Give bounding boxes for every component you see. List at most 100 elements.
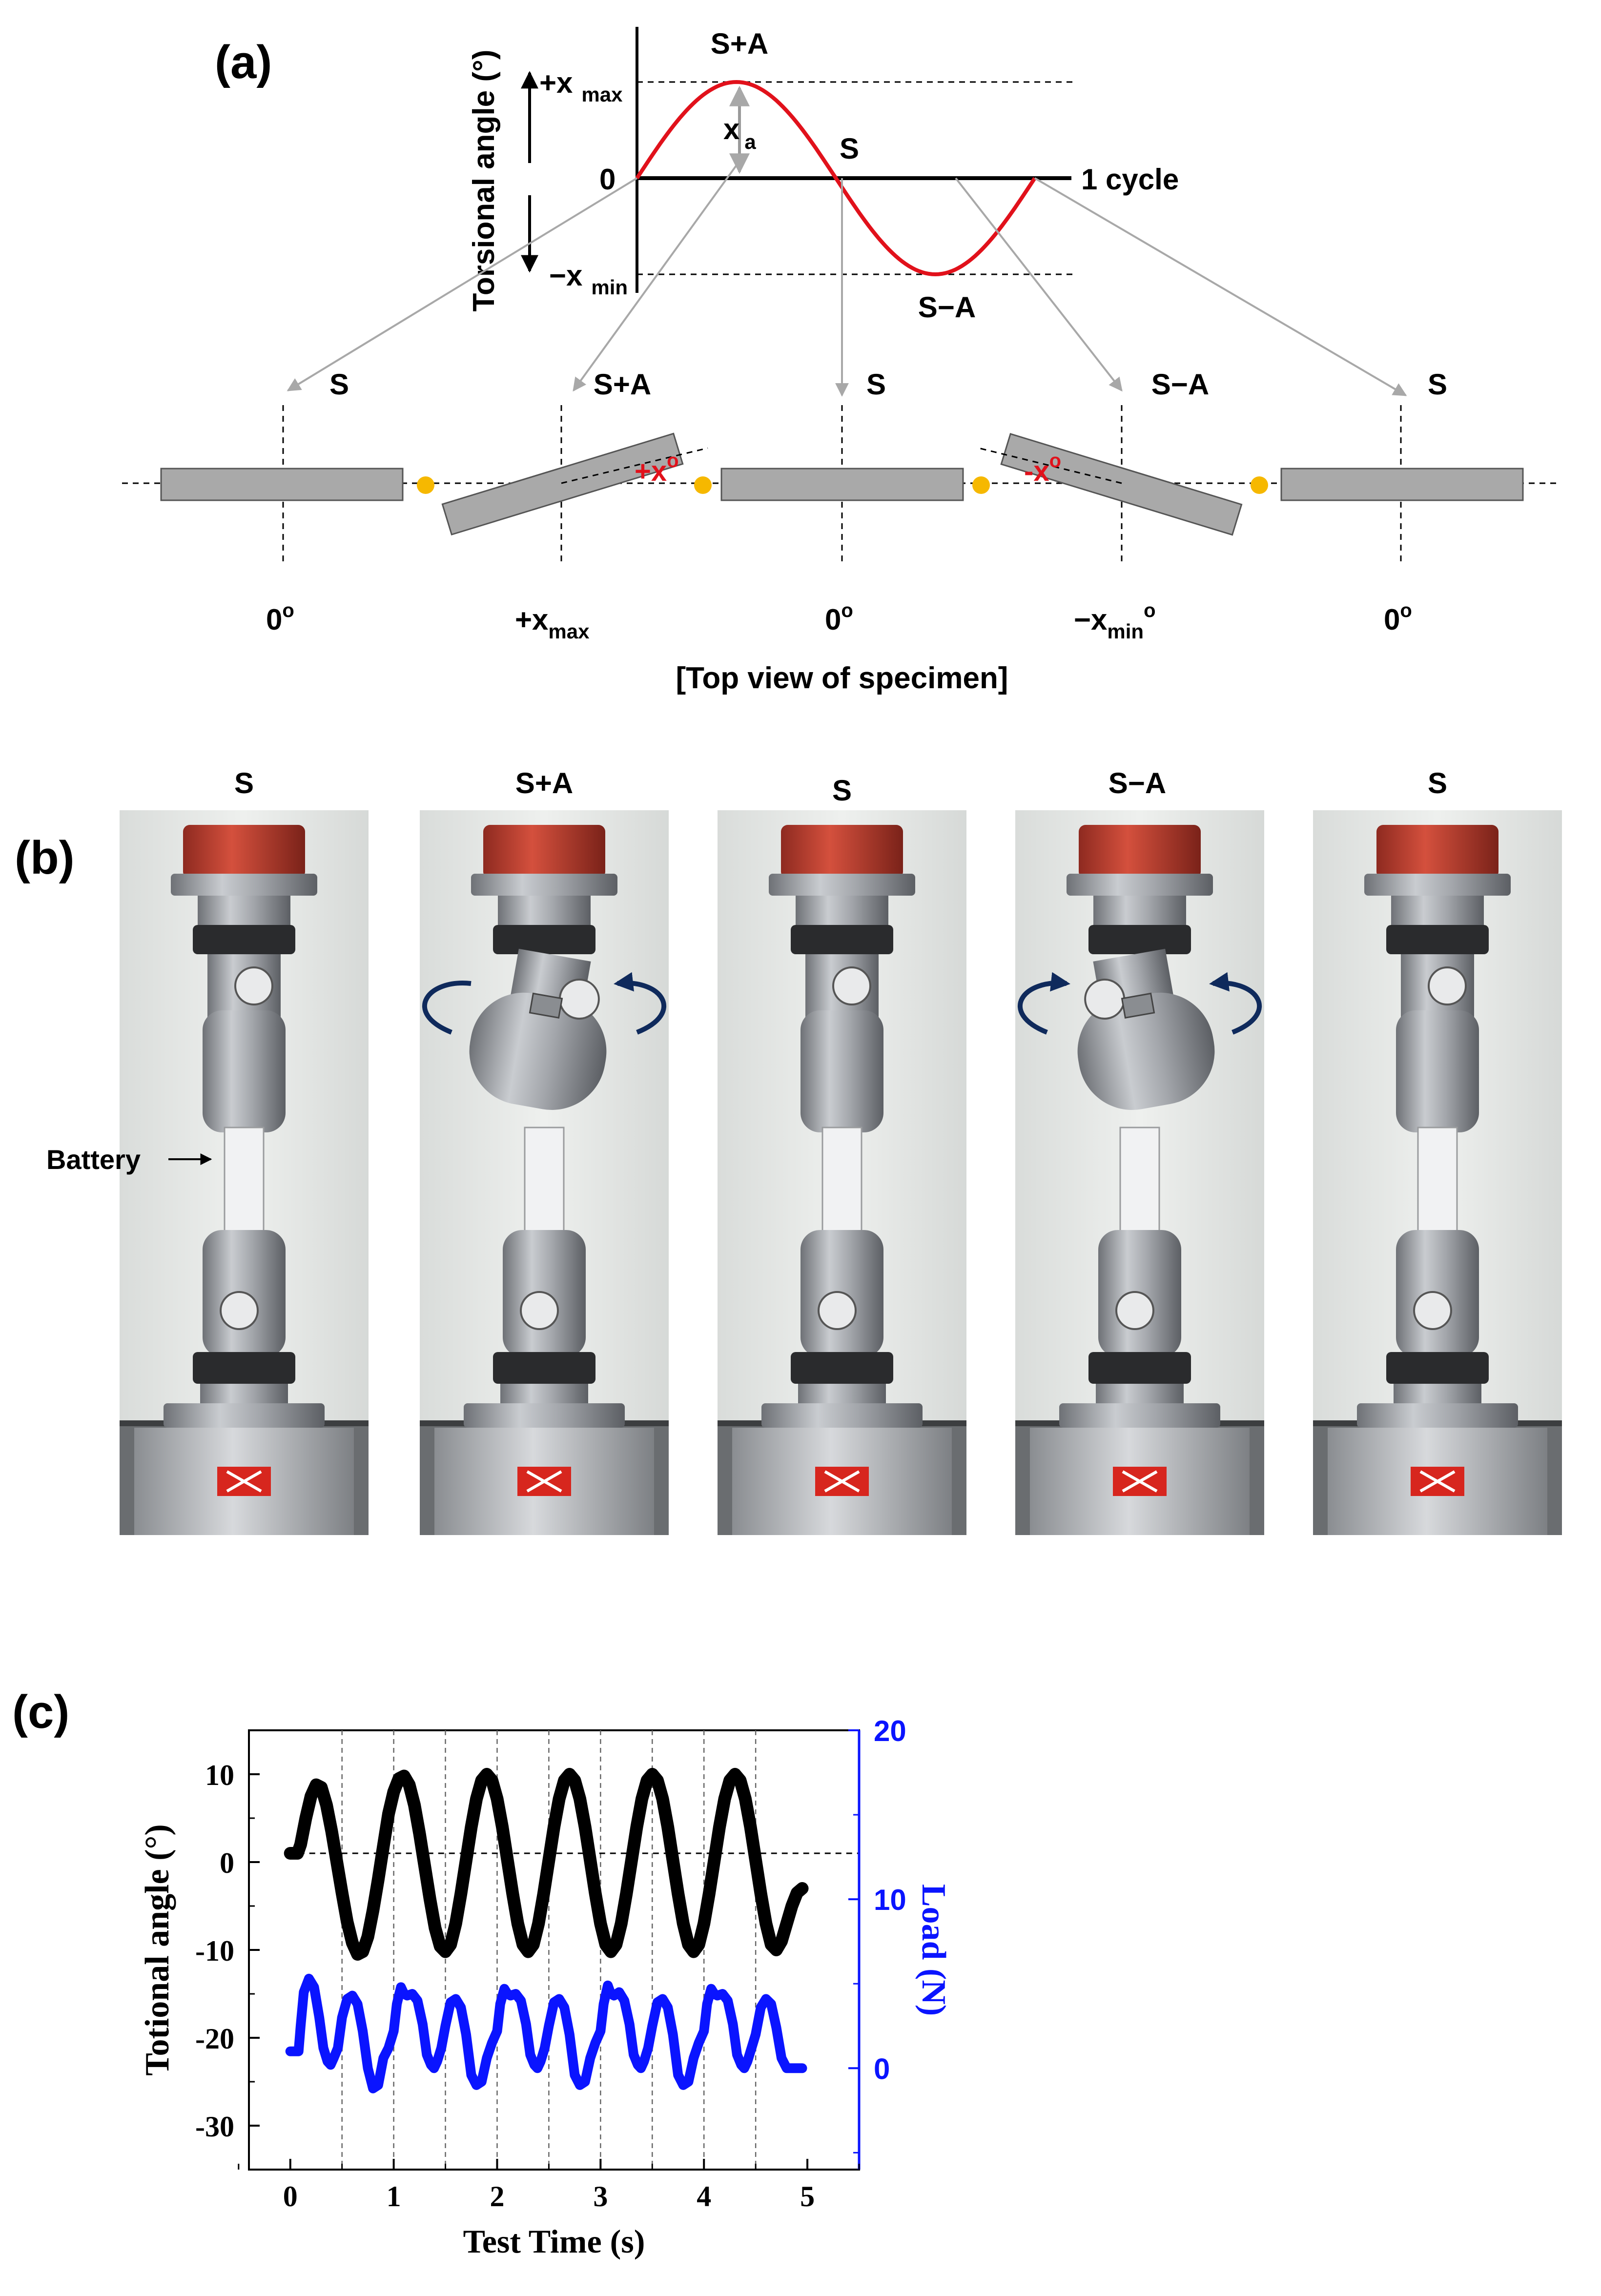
state-label-5: S xyxy=(1428,368,1447,401)
angle-point xyxy=(300,1812,312,1824)
state-label-1: S xyxy=(329,368,349,401)
load-point xyxy=(526,2050,535,2059)
load-point xyxy=(739,2064,749,2073)
photo-label-5: S xyxy=(1428,767,1447,800)
angle-point xyxy=(507,1887,519,1900)
angle-point xyxy=(672,1887,684,1900)
panel-c-label: (c) xyxy=(12,1686,69,1738)
angle-point xyxy=(315,1782,328,1793)
machine-photo-3 xyxy=(718,810,966,1535)
angle-point xyxy=(548,1821,560,1833)
y2-tick-label-2: 20 xyxy=(874,1715,906,1747)
angle-point xyxy=(739,1793,751,1805)
angle-point xyxy=(698,1918,710,1929)
angle-point xyxy=(383,1808,394,1820)
angle-point xyxy=(776,1935,787,1947)
load-point xyxy=(461,2030,471,2039)
angle-point xyxy=(305,1790,317,1802)
load-point xyxy=(615,1988,624,1997)
angle-point xyxy=(291,1847,304,1859)
angle-point xyxy=(693,1939,705,1951)
angle-point xyxy=(455,1887,467,1900)
angle-point xyxy=(703,1887,715,1900)
minus-angle-label: -xo xyxy=(1024,450,1061,487)
y-tick-label-0: -30 xyxy=(195,2111,234,2143)
load-point xyxy=(702,1999,712,2009)
angle-point xyxy=(403,1779,415,1791)
y2-tick-label-1: 10 xyxy=(874,1884,906,1916)
angle-point xyxy=(708,1854,720,1866)
angle-point xyxy=(341,1916,353,1928)
angle-point xyxy=(533,1918,545,1929)
machine-photos xyxy=(120,810,1562,1535)
degree-label-2: +xmax xyxy=(515,603,590,643)
x-tick-label-3: 3 xyxy=(593,2180,608,2213)
angle-point xyxy=(424,1893,436,1905)
angle-point xyxy=(620,1887,633,1900)
load-point xyxy=(326,2060,335,2070)
load-point xyxy=(580,2077,590,2087)
load-point xyxy=(694,2038,703,2048)
angle-point xyxy=(419,1861,431,1872)
load-point xyxy=(718,1989,727,1999)
load-point xyxy=(586,2053,595,2063)
load-point xyxy=(482,2053,492,2063)
angle-point xyxy=(652,1774,663,1786)
photo-label-3: S xyxy=(832,774,852,807)
load-point xyxy=(373,2080,383,2090)
angle-point xyxy=(362,1931,374,1943)
angle-point xyxy=(615,1918,627,1929)
panel-a-label: (a) xyxy=(215,36,272,88)
angle-point xyxy=(512,1918,524,1929)
angle-point xyxy=(553,1793,565,1805)
rotation-arrow-icon xyxy=(614,972,666,1035)
load-point xyxy=(772,2023,781,2032)
load-point xyxy=(599,1999,608,2009)
load-point xyxy=(396,1983,406,1992)
degree-labels: 0o +xmax 0o −xmino 0o xyxy=(266,600,1412,643)
load-point xyxy=(296,2021,306,2030)
load-point xyxy=(337,2013,347,2022)
angle-line xyxy=(284,1768,809,1961)
load-point xyxy=(732,2050,742,2059)
state-label-3: S xyxy=(866,368,886,401)
angle-point xyxy=(770,1944,782,1956)
degree-label-4: −xmino xyxy=(1074,600,1156,643)
rotation-arrow-icon xyxy=(422,981,472,1035)
peak-label: S+A xyxy=(711,27,768,60)
load-point xyxy=(430,2064,439,2073)
specimen-1 xyxy=(160,468,404,501)
load-point xyxy=(413,1996,422,2005)
angle-point xyxy=(750,1854,761,1866)
load-point xyxy=(591,2038,600,2048)
load-point xyxy=(728,2020,738,2029)
angle-point xyxy=(496,1821,508,1833)
machine-photo-2 xyxy=(420,810,669,1535)
angle-point xyxy=(471,1793,482,1805)
angle-point xyxy=(465,1821,477,1833)
load-point xyxy=(379,2053,388,2063)
mid-label: S xyxy=(840,132,859,165)
load-point xyxy=(777,2053,786,2063)
load-point xyxy=(363,2064,372,2073)
panel-b: (b) S S+A S S−A S Battery xyxy=(15,767,1562,1535)
pivot-dots xyxy=(417,476,1268,494)
angle-point xyxy=(610,1939,622,1951)
load-point xyxy=(619,1996,629,2005)
y-zero-label: 0 xyxy=(599,163,616,196)
load-point xyxy=(756,2003,765,2012)
load-point xyxy=(723,1996,733,2005)
y2-axis-title: Load (N) xyxy=(915,1884,952,2016)
load-point xyxy=(554,1994,564,2004)
load-point xyxy=(511,1989,520,1999)
load-series xyxy=(285,1973,807,2093)
angle-point xyxy=(786,1900,798,1912)
angle-point xyxy=(796,1883,808,1894)
load-point xyxy=(304,1974,313,1983)
load-point xyxy=(766,1999,776,2009)
angle-point xyxy=(584,1854,596,1866)
angle-point xyxy=(631,1821,643,1833)
load-point xyxy=(319,2043,328,2052)
